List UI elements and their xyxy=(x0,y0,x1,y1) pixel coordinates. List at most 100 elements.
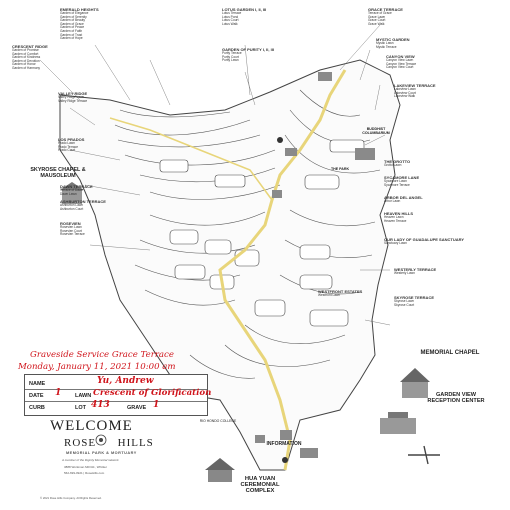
section-item: Prado Court xyxy=(58,148,76,153)
buddhist-columbarium-label: Buddhist Columbarium xyxy=(362,127,390,135)
section-item: Purity Court xyxy=(222,54,239,59)
section-lotus-garden: Lotus Garden I, II, III Lotus Terrace Lo… xyxy=(222,8,292,26)
section-item: Garden of Trust xyxy=(60,32,83,37)
section-title: Westerly Terrace xyxy=(394,267,437,272)
date-value: 1 xyxy=(55,388,62,398)
section-item: Garden of Elegance xyxy=(60,11,89,16)
the-park-label: The Park xyxy=(330,167,350,171)
section-title: Canyon View xyxy=(386,54,415,59)
section-item: Prado Terrace xyxy=(58,144,78,149)
section-item: Garden of Peace xyxy=(60,25,85,30)
rio-hondo-label: Rio Hondo College xyxy=(199,419,237,423)
memorial-chapel-illustration xyxy=(400,368,430,398)
section-title: Dawn Terrace xyxy=(60,184,93,189)
name-label: NAME xyxy=(29,381,46,387)
memorial-chapel-label: Memorial Chapel xyxy=(420,350,480,356)
garden-view-illustration xyxy=(380,412,416,434)
brand-subtitle: MEMORIAL PARK & MORTUARY xyxy=(66,451,137,455)
section-item: Canyon View Terrace xyxy=(386,61,417,66)
section-item: Westfront Lawn xyxy=(318,293,341,298)
footer-copyright: © 2021 Rose Hills Company. All Rights Re… xyxy=(40,496,102,500)
property-outline xyxy=(59,59,401,471)
section-item: Heaven Lawn xyxy=(384,215,404,220)
section-item: Westerly Lawn xyxy=(394,271,415,276)
skyrose-chapel-label: Skyrose Chapel & Mausoleum xyxy=(30,167,86,179)
section-garden-of-purity: Garden of Purity I, II, III Purity Terra… xyxy=(222,48,302,63)
section-item: Lakeview Lawn xyxy=(394,87,416,92)
section-canyon-view: Canyon View Canyon View Lawn Canyon View… xyxy=(386,55,466,70)
section-item: Lakeview Court xyxy=(394,90,416,95)
section-item: Garden of Kindness xyxy=(12,55,41,60)
section-title: The Grotto xyxy=(384,159,411,164)
section-lakeview-terrace: Lakeview Terrace Lakeview Lawn Lakeview … xyxy=(394,84,474,99)
section-item: Sanctuary Lawn xyxy=(384,241,407,246)
section-emerald-heights: Emerald Heights Garden of Elegance Garde… xyxy=(60,8,160,41)
section-los-prados: Los Prados Prado Lawn Prado Terrace Prad… xyxy=(58,138,113,153)
section-item: Valley Ridge Terrace xyxy=(58,98,88,103)
section-item: Garden of Harmony xyxy=(12,66,40,71)
section-item: Skyrose Lawn xyxy=(394,299,415,304)
section-item: Lotus Court xyxy=(222,18,239,23)
section-heaven-hills: Heaven Hills Heaven Lawn Heaven Terrace xyxy=(384,212,454,223)
section-title: Grace Terrace xyxy=(368,7,403,12)
card-row-name: NAME Yu, Andrew xyxy=(25,376,207,390)
section-title: Lakeview Terrace xyxy=(394,83,436,88)
garden-view-label: Garden View Reception Center xyxy=(427,392,485,404)
handwritten-line-1: Graveside Service Grace Terrace xyxy=(30,350,174,360)
section-item: Grace Walk xyxy=(368,21,385,26)
section-westfront-estates: Westfront Estates Westfront Lawn xyxy=(318,290,378,298)
section-item: Garden of Grace xyxy=(60,21,84,26)
section-the-grotto: The Grotto Grotto Lawn xyxy=(384,160,454,168)
rose-logo xyxy=(95,434,107,446)
section-item: Lakeview Walk xyxy=(394,94,416,99)
lawn-label: LAWN xyxy=(75,393,92,399)
section-item: Grotto Lawn xyxy=(384,163,402,168)
section-crescent-ridge: Crescent Ridge Garden of Promise Garden … xyxy=(12,45,62,71)
section-our-lady: Our Lady of Guadalupe Sanctuary Sanctuar… xyxy=(384,238,464,246)
section-item: Dawn Lawn xyxy=(60,191,77,196)
section-title: Rosevien xyxy=(60,221,81,226)
section-item: Lotus Pond xyxy=(222,14,239,19)
section-item: Garden of Devotion xyxy=(12,58,40,63)
section-item: Garden of Faith xyxy=(60,29,83,34)
section-item: Rosevien Terrace xyxy=(60,232,85,237)
section-title: Heaven Hills xyxy=(384,211,414,216)
skyrose-chapel-illustration xyxy=(60,182,84,204)
section-item: Valley Ridge Lawn xyxy=(58,95,85,100)
section-title: Our Lady of Guadalupe Sanctuary xyxy=(384,237,465,242)
section-item: Rosevien Court xyxy=(60,228,82,233)
section-title: Westfront Estates xyxy=(318,289,363,294)
section-item: Skyrose Court xyxy=(394,302,415,307)
section-item: Grace Lawn xyxy=(368,14,386,19)
section-item: Lotus Walk xyxy=(222,21,238,26)
section-item: Prado Lawn xyxy=(58,141,76,146)
brand-tagline: A member of the Dignity Memorial network xyxy=(62,458,119,462)
section-item: Ashburton Court xyxy=(60,206,84,211)
section-arbor-del-angel: Arbor Del Angel Arbor Lawn xyxy=(384,196,454,204)
section-title: Mystic Garden xyxy=(376,37,410,42)
section-ashburton: Ashburton Terrace Ashburton Lawn Ashburt… xyxy=(60,200,120,211)
section-title: Arbor Del Angel xyxy=(384,195,423,200)
section-item: Terrace of Grace xyxy=(368,11,392,16)
section-item: Purity Lawn xyxy=(222,58,239,63)
lot-label: LOT xyxy=(75,405,86,411)
section-item: Sycamore Terrace xyxy=(384,182,410,187)
section-dawn-terrace: Dawn Terrace Terrace of Dawn Dawn Lawn xyxy=(60,185,120,196)
section-title: Sycamore Lane xyxy=(384,175,420,180)
information-label: Information xyxy=(266,441,302,447)
section-item: Sycamore Lawn xyxy=(384,179,407,184)
section-westerly-terrace: Westerly Terrace Westerly Lawn xyxy=(394,268,464,276)
main-road xyxy=(218,69,347,471)
section-title: Skyrose Terrace xyxy=(394,295,435,300)
phone: 562-699-0921 | RoseHills.com xyxy=(64,471,105,475)
section-title: Garden of Purity I, II, III xyxy=(222,47,274,52)
address: 3888 Workman Mill Rd., Whittier xyxy=(64,465,107,469)
lawn-value: Crescent of Glorification xyxy=(93,388,212,398)
section-item: Garden of Beauty xyxy=(60,18,85,23)
section-item: Rosevien Lawn xyxy=(60,225,82,230)
grave-value: 1 xyxy=(153,400,160,410)
burial-info-card: NAME Yu, Andrew DATE 1 LAWN Crescent of … xyxy=(24,374,212,416)
section-item: Heaven Terrace xyxy=(384,218,407,223)
section-item: Canyon View Lawn xyxy=(386,58,414,63)
brand-name: ROSE HILLS xyxy=(64,437,154,449)
